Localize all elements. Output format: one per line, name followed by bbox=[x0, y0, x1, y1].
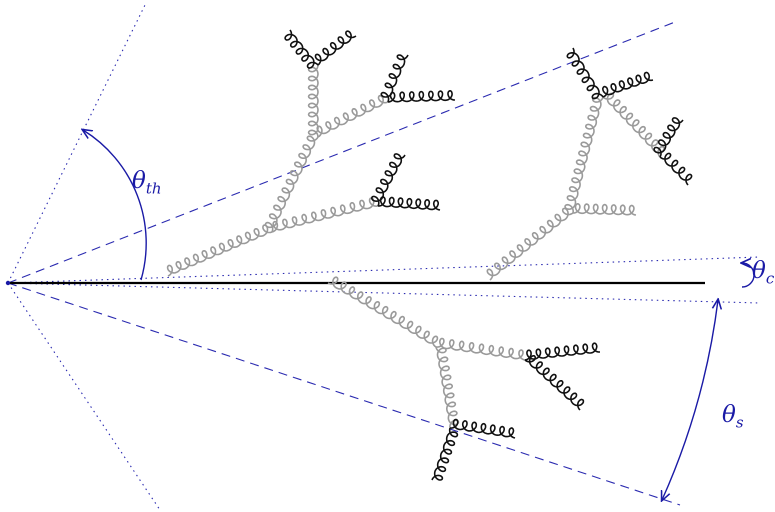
soft-gluon-line bbox=[266, 136, 319, 232]
gluon-shower bbox=[168, 30, 692, 480]
soft-gluon-line bbox=[565, 97, 603, 213]
soft-gluon-line bbox=[272, 198, 378, 232]
hard-gluon-line bbox=[525, 356, 583, 410]
soft-gluon-line bbox=[168, 225, 272, 276]
hard-gluon-line bbox=[316, 31, 357, 65]
jet-origin-point bbox=[6, 281, 10, 285]
soft-gluon-line bbox=[436, 347, 458, 428]
signal-cone-lower-line bbox=[8, 283, 680, 505]
theta-s-arc bbox=[662, 300, 718, 500]
hard-gluon-line bbox=[450, 420, 515, 439]
theta-c-label: θc bbox=[752, 258, 774, 288]
theta-th-arc bbox=[83, 130, 146, 280]
hard-gluon-line bbox=[388, 91, 455, 102]
soft-gluon-line bbox=[328, 277, 437, 347]
hard-gluon-line bbox=[567, 48, 603, 99]
hard-gluon-line bbox=[525, 343, 600, 360]
hard-gluon-line bbox=[660, 153, 692, 185]
hard-gluon-line bbox=[432, 428, 457, 480]
outer-cone-upper-line bbox=[8, 5, 145, 283]
soft-gluon-line bbox=[309, 65, 318, 137]
theta-th-label: θth bbox=[132, 168, 162, 198]
soft-gluon-line bbox=[317, 96, 388, 137]
hard-gluon-line bbox=[285, 30, 318, 68]
core-cone-upper-line bbox=[8, 257, 760, 283]
soft-gluon-line bbox=[573, 204, 636, 215]
outer-cone-lower-line bbox=[8, 283, 160, 510]
core-cone-lower-line bbox=[8, 283, 760, 303]
hard-gluon-line bbox=[378, 197, 440, 210]
theta-s-label: θs bbox=[722, 402, 744, 432]
soft-gluon-line bbox=[487, 208, 573, 280]
soft-gluon-line bbox=[436, 339, 525, 361]
